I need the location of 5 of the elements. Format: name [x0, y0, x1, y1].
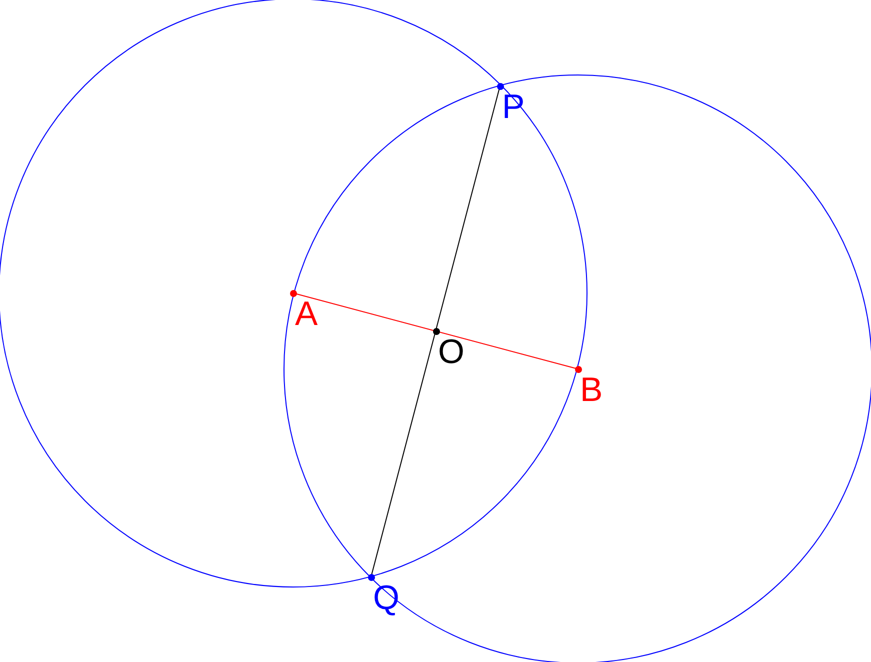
point-label: A — [295, 297, 318, 331]
point-label: B — [580, 373, 603, 407]
point-label: O — [438, 335, 464, 369]
point-label: P — [502, 90, 525, 124]
point-label: Q — [373, 581, 400, 615]
